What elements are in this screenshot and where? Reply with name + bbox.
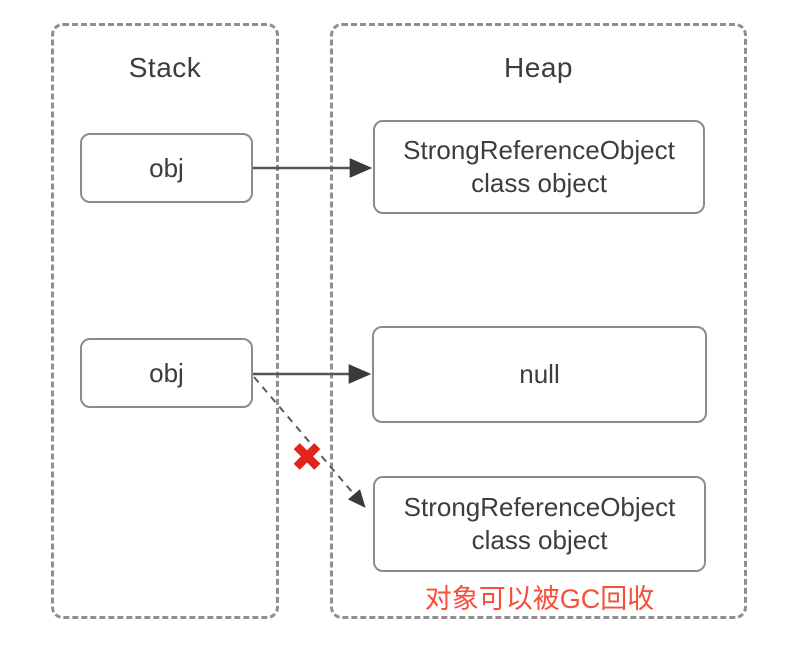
heap-node-strong-reference-2: StrongReferenceObject class object [373,476,706,572]
heap-node-null-label: null [519,359,560,389]
broken-reference-cross-icon: ✖ [290,436,324,480]
gc-collectable-annotation: 对象可以被GC回收 [424,584,655,614]
stack-region: Stack [51,23,279,619]
stack-node-obj-2-label: obj [149,357,184,388]
heap-node-strong-reference-1-line1: StrongReferenceObject [403,135,675,165]
heap-region-title: Heap [504,52,573,83]
heap-node-strong-reference-2-line1: StrongReferenceObject [403,492,676,522]
heap-region: Heap [330,23,747,619]
stack-node-obj-2: obj [80,338,253,408]
stack-node-obj-1: obj [80,133,253,203]
stack-node-obj-1-label: obj [149,152,184,183]
stack-region-title: Stack [128,52,202,83]
heap-node-null: null [372,326,707,423]
heap-node-strong-reference-1: StrongReferenceObject class object [373,120,705,214]
heap-node-strong-reference-1-line2: class object [471,168,607,198]
heap-node-strong-reference-2-line2: class object [471,525,608,555]
